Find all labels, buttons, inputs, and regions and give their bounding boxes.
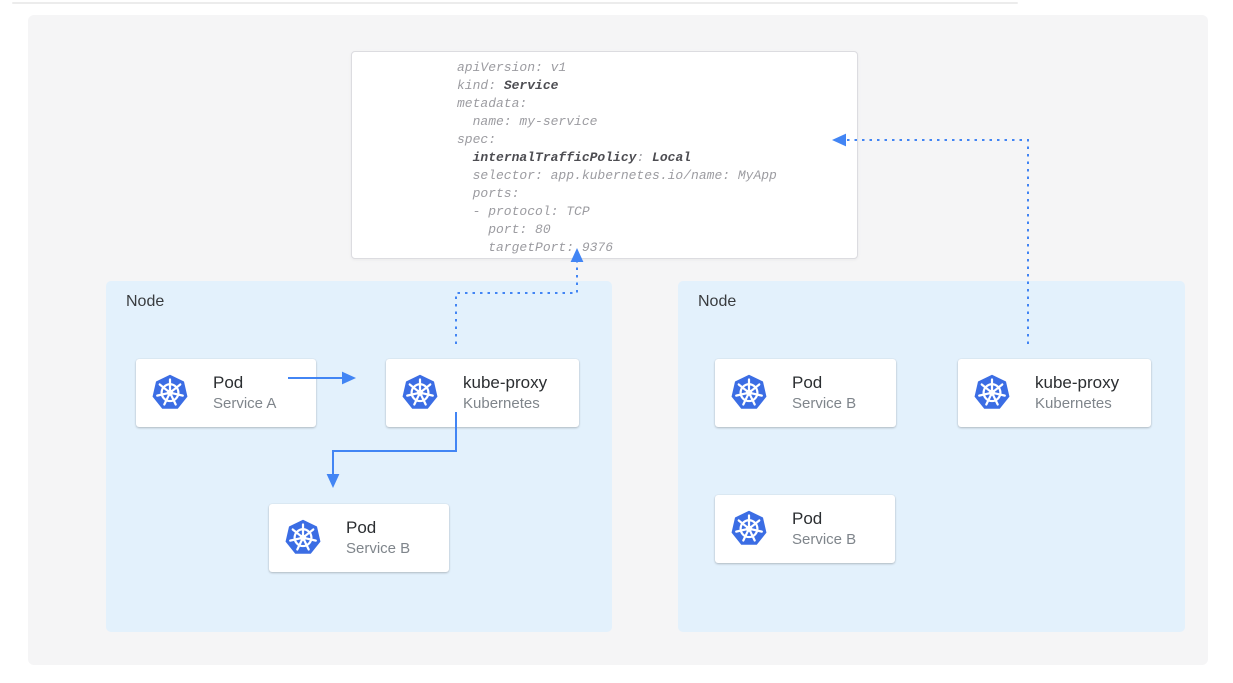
diagram-canvas: apiVersion: v1 kind: Service metadata: n… <box>28 15 1208 665</box>
pod-card-service-a: Pod Service A <box>136 359 316 427</box>
node-label: Node <box>126 293 165 310</box>
card-subtitle: Service B <box>792 395 857 412</box>
node-left: Node Pod Service A kube-proxy Kubernetes… <box>106 281 612 632</box>
pod-card-service-b-left: Pod Service B <box>269 504 449 572</box>
pod-card-service-b-right-1: Pod Service B <box>715 359 896 427</box>
kube-proxy-card-left: kube-proxy Kubernetes <box>386 359 579 427</box>
kube-proxy-card-right: kube-proxy Kubernetes <box>958 359 1151 427</box>
card-title: kube-proxy <box>1035 373 1120 392</box>
service-yaml-card: apiVersion: v1 kind: Service metadata: n… <box>351 51 858 259</box>
card-title: Pod <box>792 373 823 392</box>
kubernetes-icon <box>730 510 768 548</box>
card-title: Pod <box>213 373 244 392</box>
node-right: Node Pod Service B kube-proxy Kubernetes… <box>678 281 1185 632</box>
card-subtitle: Service A <box>213 395 277 412</box>
card-subtitle: Service B <box>346 540 411 557</box>
kubernetes-icon <box>284 519 322 557</box>
top-divider <box>12 2 1018 4</box>
card-title: Pod <box>792 509 823 528</box>
kubernetes-icon <box>730 374 768 412</box>
node-label: Node <box>698 293 737 310</box>
card-title: kube-proxy <box>463 373 548 392</box>
kubernetes-icon <box>151 374 189 412</box>
pod-card-service-b-right-2: Pod Service B <box>715 495 895 563</box>
card-subtitle: Service B <box>792 531 857 548</box>
card-subtitle: Kubernetes <box>463 395 540 412</box>
kubernetes-icon <box>973 374 1011 412</box>
card-subtitle: Kubernetes <box>1035 395 1112 412</box>
yaml-code: apiVersion: v1 kind: Service metadata: n… <box>457 60 777 255</box>
card-title: Pod <box>346 518 377 537</box>
kubernetes-icon <box>401 374 439 412</box>
